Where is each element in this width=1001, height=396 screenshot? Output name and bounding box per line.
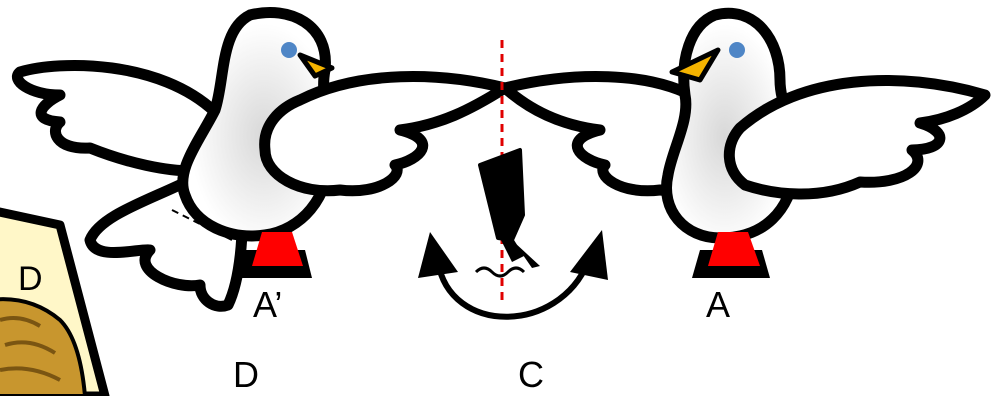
label-corner-d: D [18, 262, 43, 296]
label-c: C [518, 357, 544, 393]
label-a: A [706, 287, 730, 323]
label-a-prime: A’ [253, 287, 282, 323]
pen-icon [476, 150, 540, 276]
label-d: D [233, 357, 259, 393]
